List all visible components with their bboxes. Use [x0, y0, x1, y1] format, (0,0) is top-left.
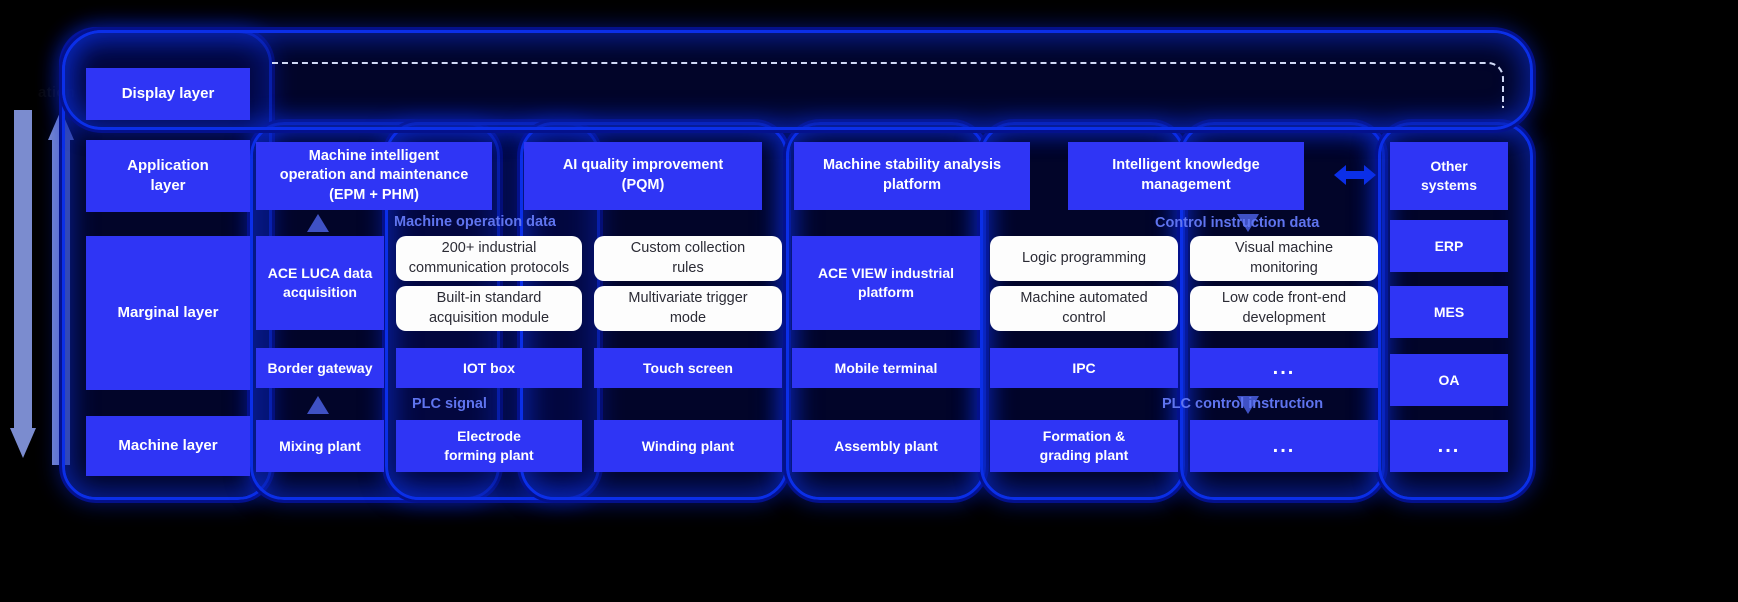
- feature-multivariate-trigger-mode[interactable]: Multivariate trigger mode: [594, 286, 782, 331]
- feature-industrial-communication-protocols[interactable]: 200+ industrial communication protocols: [396, 236, 582, 281]
- clipped-title-text: ation: [38, 84, 76, 101]
- device-ipc[interactable]: IPC: [990, 348, 1178, 388]
- device-mobile-terminal[interactable]: Mobile terminal: [792, 348, 980, 388]
- upward-flow-arrow: [48, 110, 74, 465]
- app-card-ai-quality-improvement[interactable]: AI quality improvement (PQM): [524, 142, 762, 210]
- plant-formation-grading[interactable]: Formation & grading plant: [990, 420, 1178, 472]
- plc-control-instruction-arrow: [1237, 396, 1259, 414]
- layer-label-display: Display layer: [86, 68, 250, 120]
- external-system-more[interactable]: ...: [1390, 420, 1508, 472]
- app-card-machine-intelligent-om[interactable]: Machine intelligent operation and mainte…: [256, 142, 492, 210]
- capsule-display-row: [62, 30, 1533, 130]
- layer-label-machine: Machine layer: [86, 416, 250, 476]
- feature-low-code-front-end-development[interactable]: Low code front-end development: [1190, 286, 1378, 331]
- app-card-intelligent-knowledge-management[interactable]: Intelligent knowledge management: [1068, 142, 1304, 210]
- platform-ace-luca-data-acquisition[interactable]: ACE LUCA data acquisition: [256, 236, 384, 330]
- plant-electrode-forming[interactable]: Electrode forming plant: [396, 420, 582, 472]
- plant-more[interactable]: ...: [1190, 420, 1378, 472]
- machine-operation-data-arrow: [307, 214, 329, 232]
- flow-direction-arrows: [0, 110, 110, 470]
- feature-visual-machine-monitoring[interactable]: Visual machine monitoring: [1190, 236, 1378, 281]
- bidirectional-arrow-icon: [1334, 165, 1376, 185]
- feature-machine-automated-control[interactable]: Machine automated control: [990, 286, 1178, 331]
- plant-mixing[interactable]: Mixing plant: [256, 420, 384, 472]
- external-system-erp[interactable]: ERP: [1390, 220, 1508, 272]
- device-iot-box[interactable]: IOT box: [396, 348, 582, 388]
- feature-logic-programming[interactable]: Logic programming: [990, 236, 1178, 281]
- flow-label-control-instruction-data: Control instruction data: [1155, 215, 1320, 231]
- flow-label-plc-control-instruction: PLC control instruction: [1162, 396, 1324, 412]
- device-more[interactable]: ...: [1190, 348, 1378, 388]
- plc-signal-arrow: [307, 396, 329, 414]
- plant-winding[interactable]: Winding plant: [594, 420, 782, 472]
- feature-built-in-standard-acquisition-module[interactable]: Built-in standard acquisition module: [396, 286, 582, 331]
- layer-label-marginal: Marginal layer: [86, 236, 250, 390]
- external-system-other-systems[interactable]: Other systems: [1390, 142, 1508, 210]
- platform-ace-view-industrial[interactable]: ACE VIEW industrial platform: [792, 236, 980, 330]
- external-system-mes[interactable]: MES: [1390, 286, 1508, 338]
- control-instruction-data-arrow: [1237, 214, 1259, 232]
- plant-assembly[interactable]: Assembly plant: [792, 420, 980, 472]
- flow-label-machine-operation-data: Machine operation data: [394, 214, 556, 230]
- device-border-gateway[interactable]: Border gateway: [256, 348, 384, 388]
- feature-custom-collection-rules[interactable]: Custom collection rules: [594, 236, 782, 281]
- external-system-oa[interactable]: OA: [1390, 354, 1508, 406]
- layer-label-application: Application layer: [86, 140, 250, 212]
- flow-label-plc-signal: PLC signal: [412, 396, 487, 412]
- device-touch-screen[interactable]: Touch screen: [594, 348, 782, 388]
- downward-flow-arrow: [10, 110, 36, 465]
- display-layer-dashed-connector: [272, 62, 1504, 108]
- app-card-machine-stability-analysis[interactable]: Machine stability analysis platform: [794, 142, 1030, 210]
